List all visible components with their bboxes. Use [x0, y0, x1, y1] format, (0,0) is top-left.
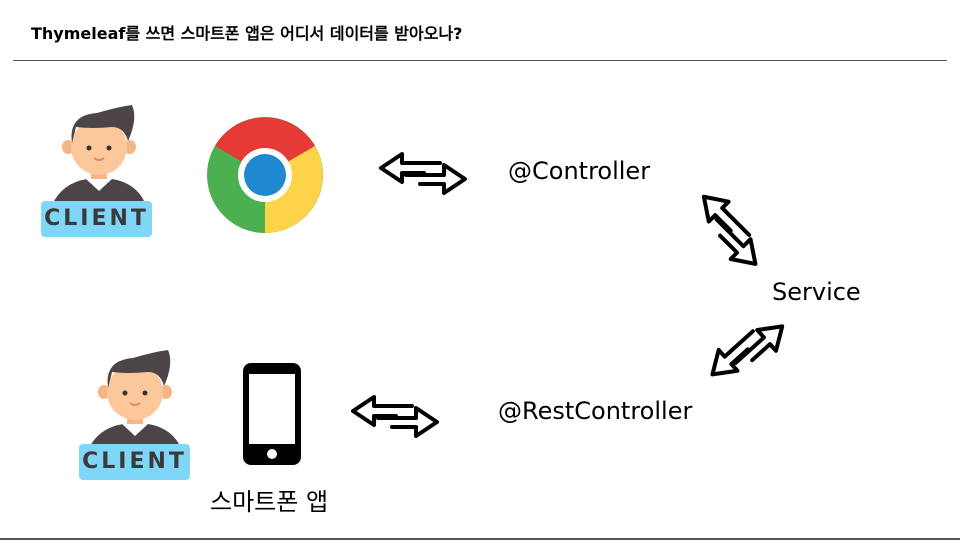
- chrome-browser-icon: [207, 117, 323, 233]
- client-app: CLIENT: [78, 349, 193, 485]
- client-badge: CLIENT: [79, 444, 190, 480]
- bidirectional-arrow-icon: [701, 305, 794, 395]
- title-divider: [13, 60, 947, 61]
- rest-controller-label: @RestController: [498, 397, 693, 425]
- slide-title: Thymeleaf를 쓰면 스마트폰 앱은 어디서 데이터를 받아오나?: [31, 24, 463, 43]
- smartphone-app-label: 스마트폰 앱: [210, 488, 329, 516]
- bidirectional-arrow-icon: [379, 152, 467, 195]
- controller-label: @Controller: [508, 157, 651, 185]
- bidirectional-arrow-icon: [683, 183, 778, 278]
- smartphone-icon: [243, 363, 301, 465]
- bidirectional-arrow-icon: [351, 395, 439, 438]
- bottom-divider: [0, 538, 960, 540]
- client-web: CLIENT: [40, 104, 155, 240]
- client-badge: CLIENT: [41, 201, 152, 237]
- service-label: Service: [772, 278, 861, 306]
